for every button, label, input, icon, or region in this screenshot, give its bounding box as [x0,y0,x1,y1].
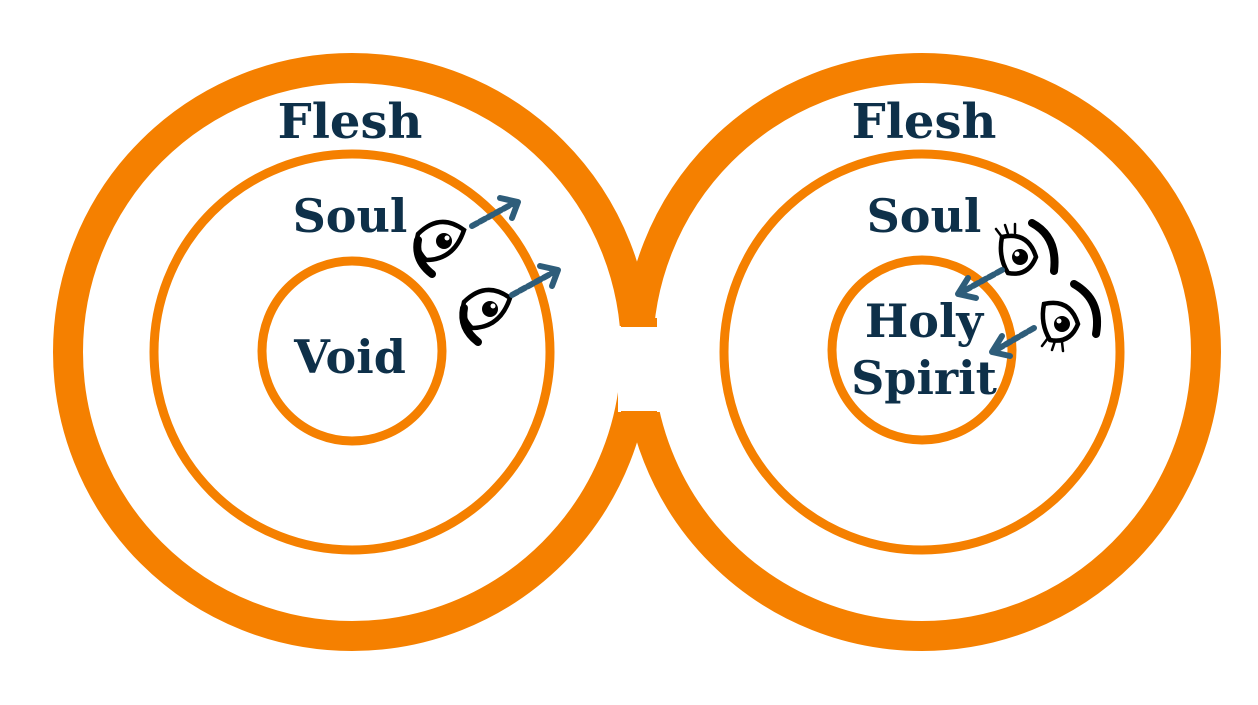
left-gaze-arrow-lower-icon [509,263,561,298]
bridge-cap-top [621,318,657,327]
left-inner-ring [257,256,447,446]
right-eye-upper-icon [994,219,1059,276]
left-void-label: Void [293,330,406,384]
right-flesh-label: Flesh [852,94,997,150]
left-middle-ring [149,149,555,555]
right-middle-ring [719,149,1125,555]
left-eye-lower-icon [459,287,513,346]
left-eye-upper-icon [413,219,467,278]
right-eye-lower-icon [1040,280,1101,353]
left-flesh-label: Flesh [278,94,423,150]
bridge-cap-bottom [621,411,657,420]
right-spirit-label: Spirit [851,351,998,405]
right-holy-label: Holy [865,294,985,348]
left-soul-label: Soul [293,189,408,243]
right-gaze-arrow-upper-icon [955,267,1005,301]
right-inner-ring [827,255,1017,445]
bridge-gap [618,326,660,412]
right-gaze-arrow-lower-icon [989,325,1037,359]
right-soul-label: Soul [867,189,982,243]
left-gaze-arrow-upper-icon [469,195,521,229]
